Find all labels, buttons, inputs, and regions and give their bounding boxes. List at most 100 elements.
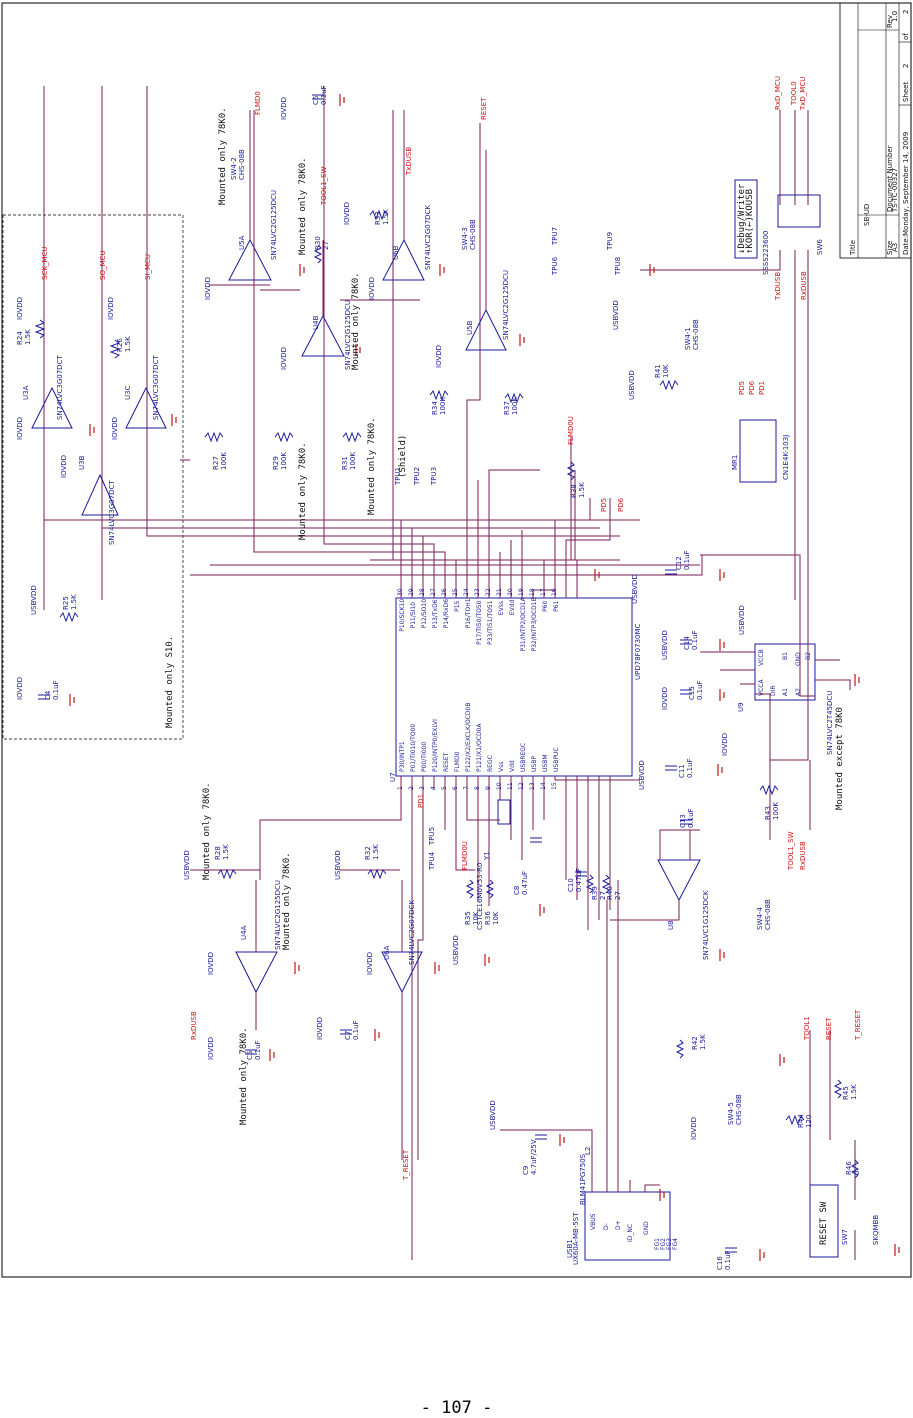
u7-pin-27-name: P13/TxD6 (432, 599, 439, 628)
resistor-r32-ref: R32 (364, 846, 372, 860)
usb-pin-8: FG4 (672, 1238, 679, 1250)
docnum-label: Document Number (886, 145, 894, 212)
u7-pin-4-number: 4 (430, 786, 437, 790)
switch-sw4-3-ref: SW4-3 (461, 227, 469, 250)
title-block: Title SB-UD Size A3 Document Number TS-T… (839, 2, 912, 259)
testpoint-tpu9: TPU9 (606, 232, 614, 251)
u7-pin-3-number: 3 (419, 786, 426, 790)
u7-pin-22-number: 22 (485, 588, 492, 596)
resistor-r27-value: 100K (220, 452, 228, 470)
resistor-r35-value: 10K (472, 911, 480, 925)
rev-value: 1.0 (891, 11, 899, 22)
u7-pin-11-name: Vdd (509, 760, 516, 772)
svg-text:Y1: Y1 (483, 851, 491, 861)
u7-pin-26-number: 26 (441, 588, 448, 596)
svg-text:UX60A-MB-5ST: UX60A-MB-5ST (572, 1212, 580, 1265)
capacitor-c5-ref: C5 (246, 1051, 254, 1060)
capacitor-c7-ref: C7 (344, 1031, 352, 1040)
title-label: Title (849, 240, 857, 256)
resistor-r38-ref: R38 (570, 484, 578, 498)
net-txdusb-sw6: TxDUSB (774, 272, 782, 301)
u7-pin-8-number: 8 (474, 786, 481, 790)
capacitor-c12-value: 0.1uF (683, 550, 691, 570)
wire-network (31, 86, 900, 1261)
u7-pin-12-name: USBREGC (520, 743, 527, 772)
svg-text:IOVDD: IOVDD (107, 297, 115, 320)
note-kor-2: ↓Debug/Writer (737, 183, 747, 254)
net-pd1-mr1: PD1 (758, 381, 766, 395)
switch-sw4-4-part: CHS-08B (764, 899, 772, 930)
svg-text:USBVDD: USBVDD (638, 760, 646, 790)
svg-text:IOVDD: IOVDD (207, 1037, 215, 1060)
svg-text:U3B: U3B (78, 455, 86, 470)
resistor-r41-ref: R41 (654, 364, 662, 378)
testpoint-tpu2: TPU2 (413, 467, 421, 486)
sheet-value: 2 (902, 64, 910, 68)
resistor-r30-ref: R30 (314, 236, 322, 250)
resistor-r31-ref: R31 (341, 456, 349, 470)
capacitor-c15-value: 0.1uF (696, 680, 704, 700)
capacitor-c8-ref: C8 (513, 886, 521, 895)
switch-sw4-5-part: CHS-08B (735, 1094, 743, 1125)
sheet-label: Sheet (902, 82, 910, 102)
resistor-r33-ref: R33 (374, 211, 382, 225)
capacitor-c9-ref: C9 (522, 1166, 530, 1175)
u7-pin-16-number: 16 (551, 588, 558, 596)
capacitor-c13-value: 0.1uF (687, 808, 695, 828)
u7-pin-9-number: 9 (485, 786, 492, 790)
capacitor-c15-ref: C15 (688, 686, 696, 700)
svg-text:U5A: U5A (238, 235, 246, 250)
net-sck-mcu: SCK_MCU (41, 247, 49, 280)
u7-pin-28-name: P12/SO10 (421, 599, 428, 629)
resistor-r27-ref: R27 (212, 456, 220, 470)
usb-pin-3: ID_NC (627, 1224, 634, 1242)
svg-text:IOVDD: IOVDD (343, 202, 351, 225)
resistor-r33-value: 1.5K (382, 209, 390, 225)
svg-text:IOVDD: IOVDD (661, 687, 669, 710)
u7-pin-17-name: P60 (542, 600, 549, 611)
u7-pin-20-number: 20 (507, 588, 514, 596)
svg-text:B1: B1 (782, 652, 789, 660)
net-txd-mcu: TxD_MCU (799, 77, 807, 111)
svg-text:IOVDD: IOVDD (721, 733, 729, 756)
resistor-r40-value: 27 (614, 891, 622, 900)
svg-text:SN74LVC3G07DCT: SN74LVC3G07DCT (152, 355, 160, 420)
svg-text:U6B: U6B (392, 245, 400, 260)
u7-pin-21-number: 21 (496, 588, 503, 596)
u7-pin-11-number: 11 (507, 782, 514, 790)
u7-pin-26-name: P14/RxD6 (443, 599, 450, 629)
u7-pin-4-name: P120/INTP0/EXLVI (432, 719, 439, 772)
svg-text:IOVDD: IOVDD (366, 952, 374, 975)
net-flmd0: FLMD0 (254, 91, 262, 115)
svg-text:IOVDD: IOVDD (16, 297, 24, 320)
u7-pin-25-name: P15 (454, 600, 461, 611)
svg-text:U4A: U4A (240, 925, 248, 940)
net-flmd0u-lower: FLMD0U (461, 841, 469, 870)
resistor-r42-ref: R42 (691, 1036, 699, 1050)
capacitor-c4-value: 0.1uF (52, 680, 60, 700)
u7-pin-7-number: 7 (463, 786, 470, 790)
svg-text:BLM41PG750S: BLM41PG750S (579, 1153, 587, 1205)
svg-text:USB1: USB1 (566, 1239, 574, 1258)
svg-text:IOVDD: IOVDD (16, 417, 24, 440)
svg-text:IOVDD: IOVDD (280, 97, 288, 120)
svg-text:SN74LVC2T45DCU: SN74LVC2T45DCU (826, 691, 834, 755)
testpoint-tpu7: TPU7 (551, 227, 559, 246)
mount-notes: Mounted only 78K0. Mounted only 78K0. Mo… (202, 107, 829, 1245)
s10-only-box (2, 214, 184, 740)
svg-text:SN74LVC2G125DCU: SN74LVC2G125DCU (344, 300, 352, 370)
u7-pin-19-number: 19 (518, 588, 525, 596)
capacitor-c5-value: 0.1uF (254, 1040, 262, 1060)
svg-text:VCCB: VCCB (758, 649, 765, 666)
resistor-r40-ref: R40 (606, 886, 614, 900)
svg-text:GND: GND (795, 652, 802, 666)
switch-sw4-4-ref: SW4-4 (756, 907, 764, 930)
capacitor-c14-ref: C14 (683, 636, 691, 650)
svg-text:CN1E4K-103J: CN1E4K-103J (782, 435, 790, 480)
testpoint-tpu6: TPU6 (551, 256, 559, 276)
switch-sw4-2-ref: SW4-2 (230, 157, 238, 180)
u7-pin-18-name: P32/INTP3/OCD1B (531, 597, 538, 651)
svg-text:USBVDD: USBVDD (334, 850, 342, 880)
